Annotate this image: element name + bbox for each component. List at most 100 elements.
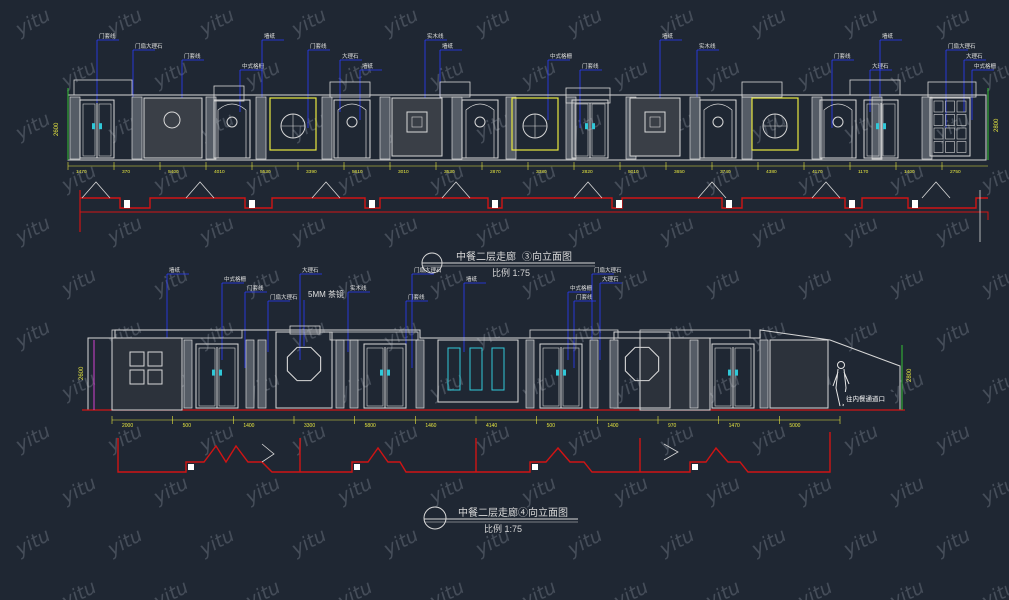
elevation-2-view-label: ④向立面图 (518, 506, 568, 519)
elevation-2-callouts: 墙纸中式格栅门套线门扇大理石大理石实木线门套线门扇大理石墙纸中式格栅门套线门扇大… (166, 266, 622, 368)
e1-callout-label: 墙纸 (882, 32, 894, 40)
elevation-1-wall-elements (69, 79, 977, 160)
elevation-2-title-block: 中餐二层走廊 ④向立面图 比例 1:75 (423, 506, 578, 534)
watermark-text: yitu (701, 576, 744, 600)
watermark-text: yitu (57, 576, 100, 600)
e1-door-handle (883, 123, 886, 130)
e1-screen-frame (929, 97, 971, 157)
e2-dimension-label: 500 (547, 423, 556, 429)
e1-medallion (226, 116, 238, 128)
e2-pilaster-marble (335, 339, 345, 409)
e1-lattice-cross (763, 114, 787, 138)
e2-cornice (111, 329, 243, 339)
watermark-text: yitu (471, 316, 514, 353)
elevation-1-height-right: 2800 (994, 118, 1000, 132)
e2-callout-label: 门扇大理石 (270, 293, 298, 301)
elevation-2-scale: 比例 1:75 (484, 523, 522, 534)
watermark-text: yitu (149, 576, 192, 600)
watermark-text: yitu (11, 524, 54, 561)
e2-moon-gate (624, 346, 660, 382)
watermark-text: yitu (379, 524, 422, 561)
watermark-text: yitu (931, 212, 974, 249)
watermark-text: yitu (241, 160, 284, 197)
watermark-text: yitu (425, 576, 468, 600)
e2-plan-post (532, 464, 538, 470)
watermark-text: yitu (517, 160, 560, 197)
e2-dimension-label: 2000 (122, 423, 133, 429)
elevation-2-height-right: 2800 (907, 368, 913, 382)
e1-screen-cell (956, 100, 967, 113)
e2-callout-label: 大理石 (602, 275, 619, 283)
watermark-text: yitu (839, 524, 882, 561)
watermark-text: yitu (885, 576, 928, 600)
e2-cornice (639, 329, 751, 339)
e2-pilaster-marble (689, 339, 699, 409)
elevation-2: 墙纸中式格栅门套线门扇大理石大理石实木线门套线门扇大理石墙纸中式格栅门套线门扇大… (79, 266, 913, 534)
e2-plan-post (188, 464, 194, 470)
e1-door-leaf (574, 103, 589, 157)
e1-medallion (832, 116, 844, 128)
watermark-text: yitu (747, 524, 790, 561)
elevation-1-scale: 比例 1:75 (492, 267, 530, 278)
watermark-text: yitu (793, 576, 836, 600)
watermark-text: yitu (195, 524, 238, 561)
watermark-text: yitu (333, 160, 376, 197)
watermark-text: yitu (425, 472, 468, 509)
e1-panel (699, 99, 737, 159)
watermark-text: yitu (885, 472, 928, 509)
e1-lattice-frame (511, 97, 559, 151)
exit-label-bg (843, 392, 895, 404)
e1-medallion (474, 116, 486, 128)
e2-door-handle (387, 369, 390, 376)
e2-door-leaf (562, 347, 580, 407)
e1-plan-post (492, 200, 498, 208)
e1-dimension-label: 5610 (352, 169, 363, 175)
e1-pilaster-marble (505, 96, 517, 160)
e1-callout-label: 中式格栅 (550, 52, 573, 60)
e2-callout-label: 大理石 (302, 266, 319, 274)
e1-panel (819, 99, 857, 159)
e2-dimension-label: 4140 (486, 423, 497, 429)
e1-callout-label: 门套线 (310, 42, 327, 50)
e2-plan-post (354, 464, 360, 470)
e1-screen-cell (933, 141, 944, 153)
e1-callout-label: 墙纸 (662, 32, 674, 40)
e2-mirror-panel (447, 347, 461, 391)
e2-pilaster-marble (349, 339, 359, 409)
e2-dimension-label: 970 (668, 423, 677, 429)
e2-callout-label: 门套线 (247, 284, 264, 292)
e1-panel (213, 99, 251, 159)
e1-square-inset-inner (649, 116, 661, 128)
watermark-text: yitu (701, 264, 744, 301)
e1-pilaster-marble (689, 96, 701, 160)
elevation-1-floor-plan-inner (79, 211, 989, 220)
watermark-text: yitu (609, 576, 652, 600)
watermark-text: yitu (977, 56, 1009, 93)
e2-wallpaper-panel (111, 337, 183, 411)
e1-square-inset-inner (411, 116, 423, 128)
e1-callout-label: 门扇大理石 (135, 42, 163, 50)
e1-cornice (439, 81, 471, 98)
watermark-text: yitu (149, 472, 192, 509)
e1-screen-cell (933, 100, 944, 113)
watermark-text: yitu (885, 160, 928, 197)
e1-plan-post (124, 200, 130, 208)
e1-door-leaf (866, 103, 880, 157)
e1-callout-label: 实木线 (427, 32, 444, 40)
watermark-text: yitu (241, 472, 284, 509)
e2-wall-panel (437, 339, 519, 403)
e2-dimension-label: 1470 (729, 423, 740, 429)
watermark-text: yitu (977, 368, 1009, 405)
e1-wall-chevron (185, 181, 215, 199)
e2-lattice-window (147, 369, 163, 385)
watermark-text: yitu (609, 56, 652, 93)
watermark-text: yitu (11, 316, 54, 353)
watermark-text: yitu (517, 576, 560, 600)
e2-lattice-window (147, 351, 163, 367)
e2-door-handle (735, 369, 738, 376)
e1-callout-label: 中式格栅 (974, 62, 997, 70)
watermark-text: yitu (839, 212, 882, 249)
watermark-text: yitu (793, 56, 836, 93)
